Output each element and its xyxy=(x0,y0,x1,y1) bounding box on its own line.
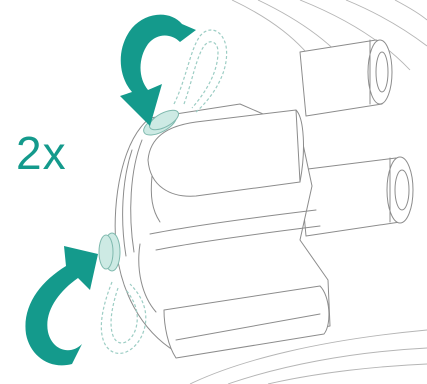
curved-rotate-arrow-icon xyxy=(120,15,196,126)
housing-body xyxy=(115,104,330,358)
bottom-rotation-ring xyxy=(99,233,120,271)
lower-rear-tube xyxy=(300,157,413,236)
curved-rotate-arrow-icon xyxy=(25,246,98,365)
strap-loop-top-inner xyxy=(184,42,218,108)
repeat-count-label: 2x xyxy=(16,130,67,176)
upper-rear-tube xyxy=(300,40,392,116)
strap-loop-top xyxy=(174,30,227,112)
